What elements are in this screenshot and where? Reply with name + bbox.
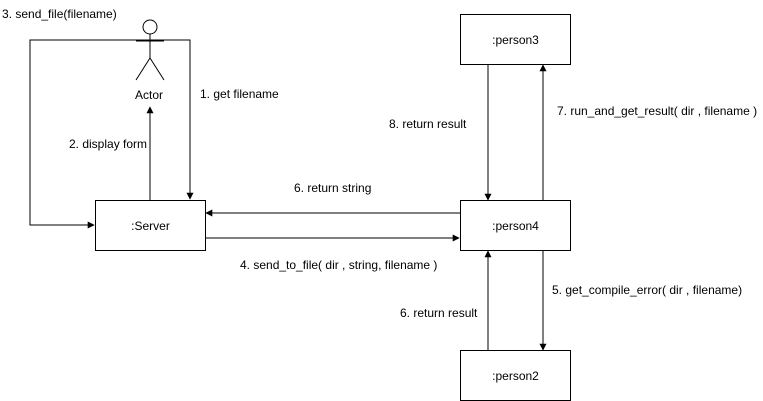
node-person4-label: :person4	[492, 218, 539, 233]
actor-label: Actor	[135, 88, 164, 102]
node-person2: :person2	[460, 350, 571, 401]
message-label-get-filename: 1. get filename	[200, 87, 279, 101]
node-person3: :person3	[460, 14, 571, 65]
actor-leg-left	[135, 57, 151, 81]
message-label-return-result-person3: 8. return result	[389, 117, 467, 131]
arrow-send-file	[29, 39, 150, 229]
message-label-get-compile-error: 5. get_compile_error( dir , filename)	[552, 283, 743, 297]
message-label-send-to-file: 4. send_to_file( dir , string, filename …	[240, 258, 438, 272]
message-label-send-file: 3. send_file(filename)	[2, 7, 117, 21]
message-label-return-string: 6. return string	[294, 181, 372, 195]
actor-head	[142, 19, 158, 35]
node-server-label: :Server	[131, 218, 170, 233]
arrow-get-filename	[150, 39, 194, 200]
actor-figure	[135, 19, 165, 81]
message-label-run-and-get-result: 7. run_and_get_result( dir , filename )	[557, 104, 758, 118]
node-person4: :person4	[460, 200, 571, 251]
message-label-display-form: 2. display form	[69, 137, 148, 151]
message-label-return-result-person2: 6. return result	[400, 306, 478, 320]
node-server: :Server	[95, 200, 206, 251]
node-person3-label: :person3	[492, 32, 539, 47]
node-person2-label: :person2	[492, 368, 539, 383]
actor-leg-right	[149, 57, 165, 81]
